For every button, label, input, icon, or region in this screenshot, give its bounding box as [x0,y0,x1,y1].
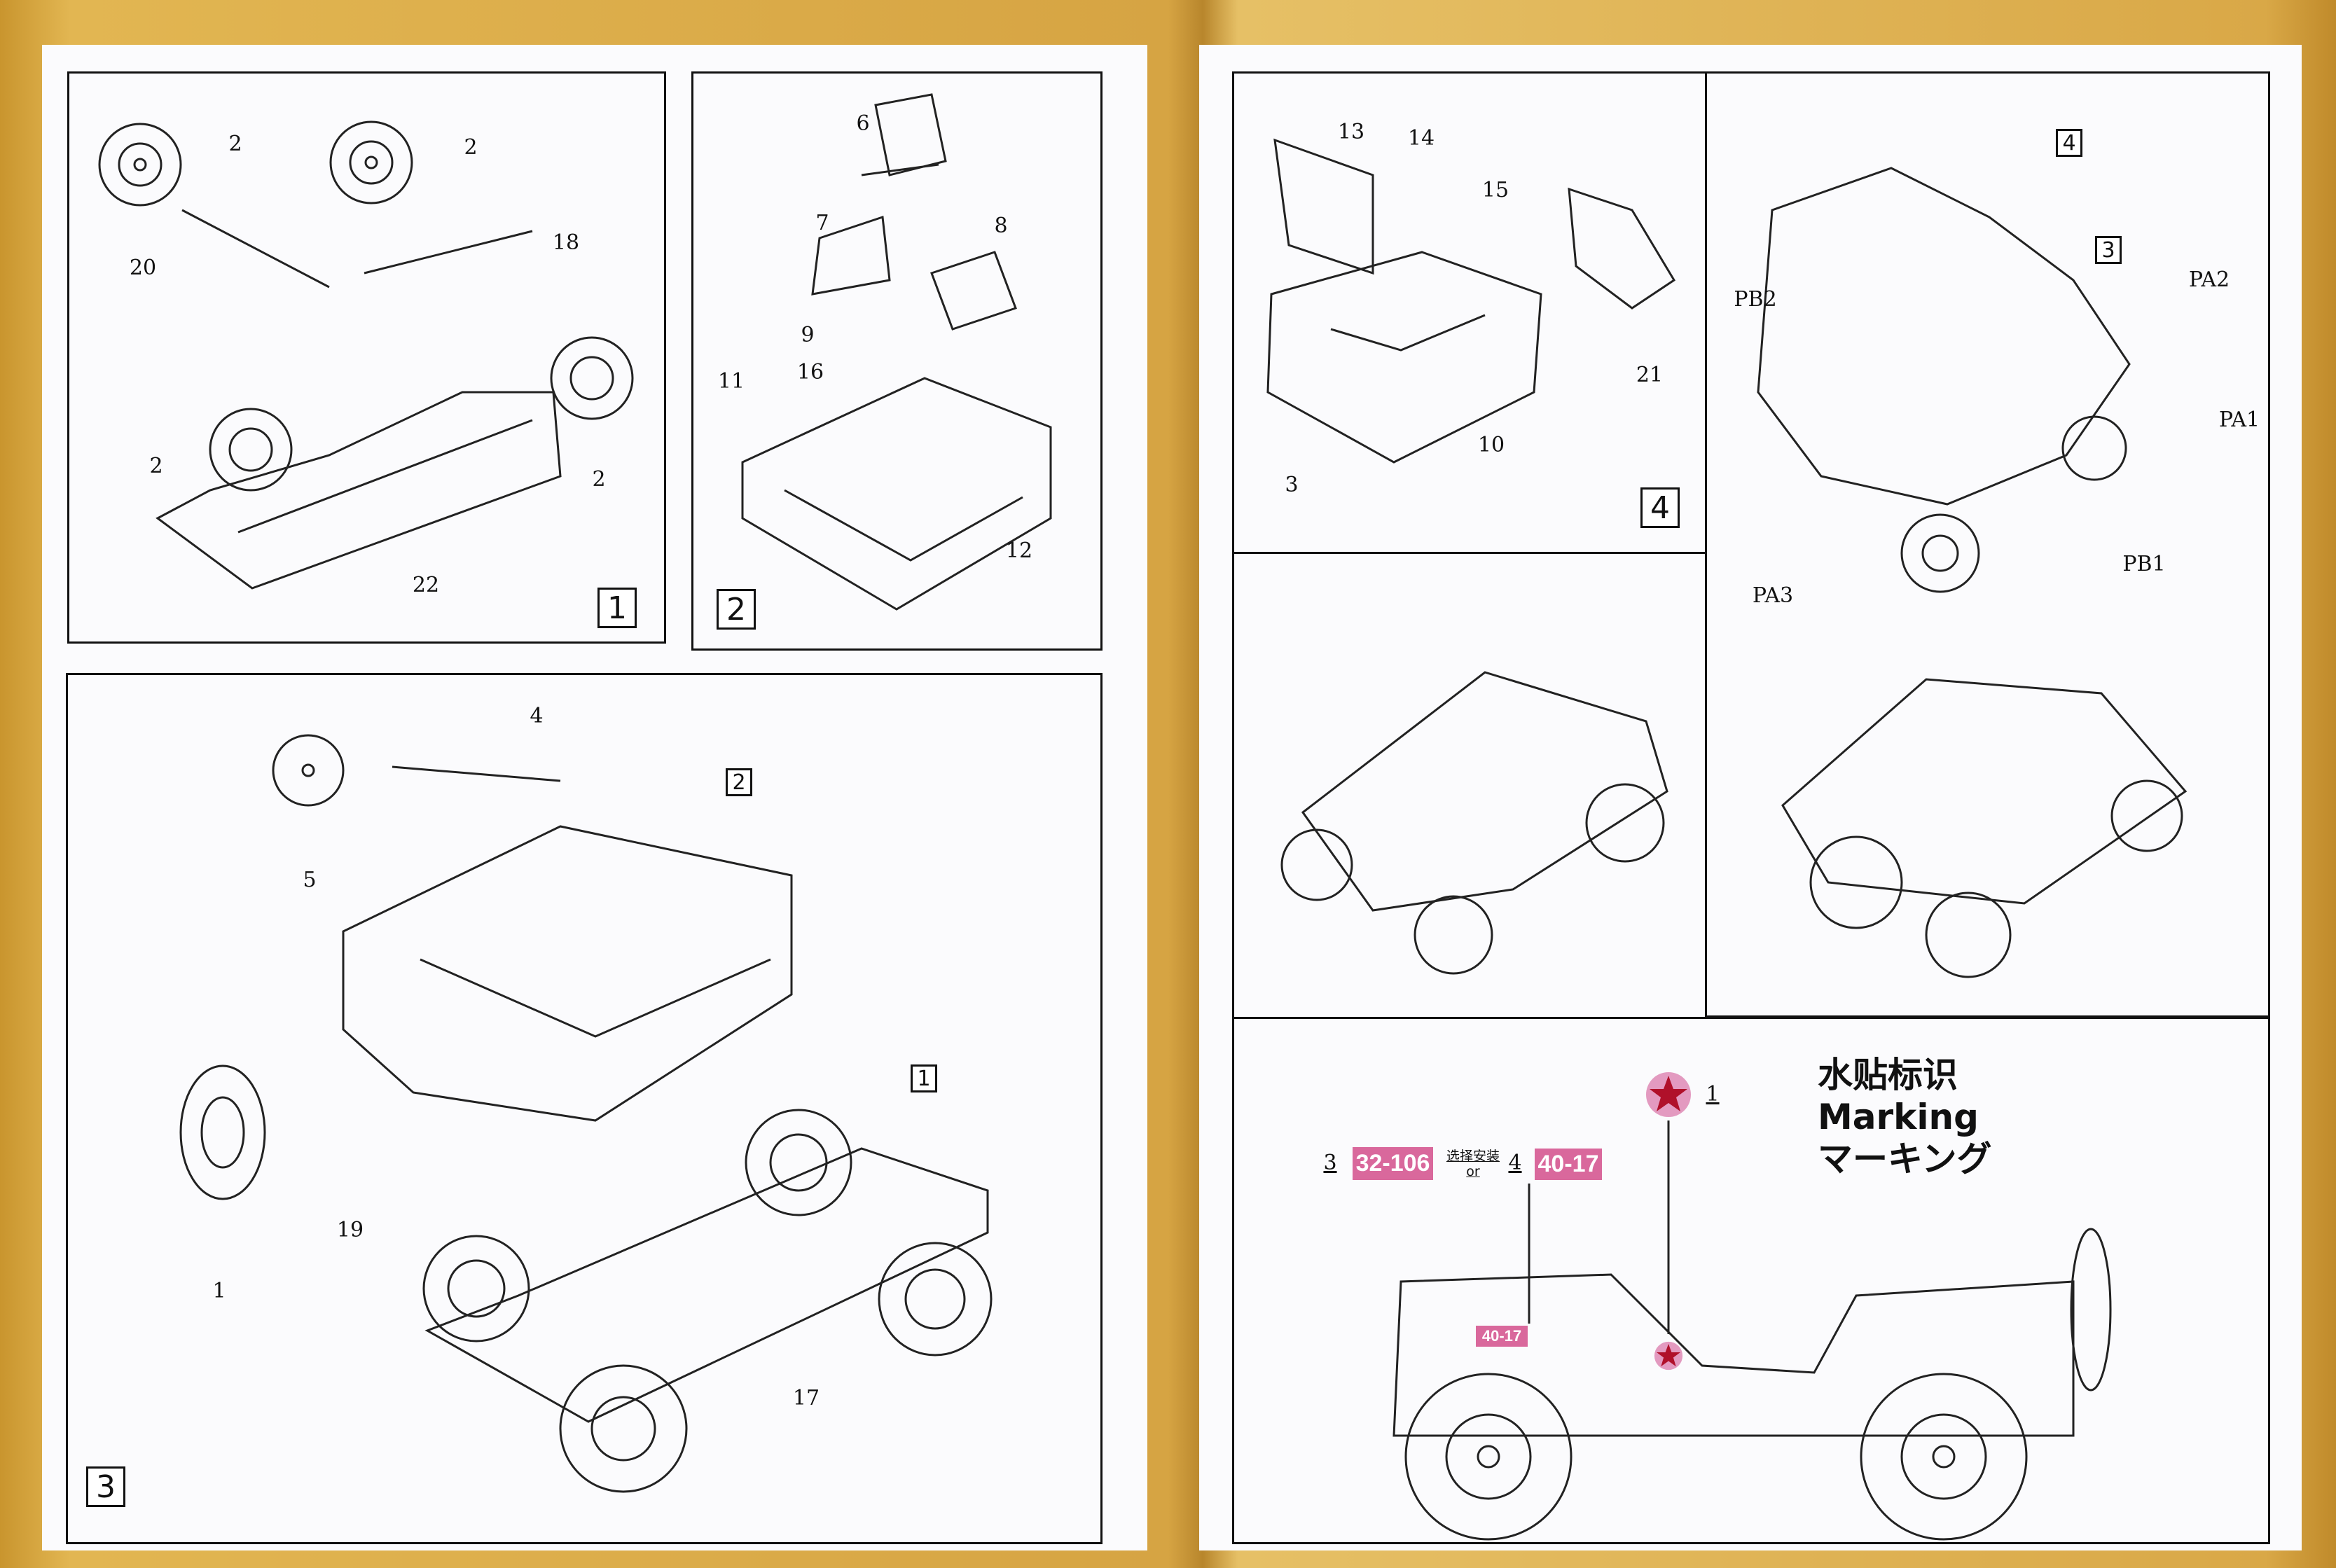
part-label: 11 [717,369,745,394]
step-reference: 2 [726,768,752,796]
part-label: 2 [149,454,163,478]
part-label: 13 [1337,120,1365,144]
part-label: 1 [212,1279,226,1303]
marking-title-jp: マーキング [1818,1139,1992,1179]
part-label: 8 [994,214,1008,238]
vehicle-star-icon [1654,1341,1683,1371]
part-label: 16 [796,360,824,384]
part-label: 20 [129,256,157,280]
part-label: 10 [1477,433,1505,457]
part-label: 12 [1005,539,1033,563]
part-label: 2 [228,132,242,156]
part-label: 2 [592,467,606,492]
part-label: PB1 [2122,552,2166,576]
part-label: 17 [792,1386,820,1410]
marking-title-en: Marking [1818,1097,1979,1137]
step-number-2: 2 [717,589,756,630]
step-2-panel [691,71,1103,651]
part-label: 19 [336,1218,364,1242]
step-reference: 4 [2056,129,2082,157]
star-decal-ref: 1 [1706,1082,1720,1106]
part-label: 7 [815,211,829,235]
marking-title: 水贴标识 Marking マーキング [1818,1054,1992,1180]
part-label: 14 [1407,126,1435,151]
step-number-3: 3 [86,1466,125,1507]
decal-32-106: 32-106 [1353,1147,1433,1180]
choice-label: 选择安装 or [1442,1149,1505,1179]
step-reference: 3 [2095,236,2122,264]
part-label: 5 [303,868,317,892]
step-reference: 1 [911,1064,937,1092]
step-number-4: 4 [1640,487,1680,528]
marking-title-cn: 水贴标识 [1818,1055,1958,1095]
part-label: 9 [801,323,815,347]
part-label: PA3 [1752,583,1794,608]
choice-en: or [1466,1164,1480,1179]
vehicle-decal-40-17: 40-17 [1476,1326,1528,1347]
step-1-panel [67,71,666,644]
star-decal-icon [1646,1072,1691,1117]
part-label: 3 [1285,473,1299,497]
option-b-ref: 4 [1508,1151,1522,1175]
choice-cn: 选择安装 [1446,1149,1500,1164]
part-label: 15 [1481,178,1509,202]
part-label: PA2 [2188,268,2230,292]
part-label: 22 [412,573,440,597]
part-label: PA1 [2218,408,2260,432]
step-4-panel [1232,71,1707,554]
step-3-panel [66,673,1103,1544]
part-label: PB2 [1734,287,1777,312]
part-label: 6 [856,111,870,136]
option-a-ref: 3 [1323,1151,1337,1175]
part-label: 18 [552,230,580,255]
step-number-1: 1 [597,588,637,628]
marking-divider [1232,1017,2270,1019]
part-label: 21 [1636,363,1664,387]
step-4-assembly-panel [1705,71,2270,1018]
part-label: 4 [530,704,544,728]
part-label: 2 [464,135,478,160]
decal-40-17: 40-17 [1535,1149,1602,1180]
